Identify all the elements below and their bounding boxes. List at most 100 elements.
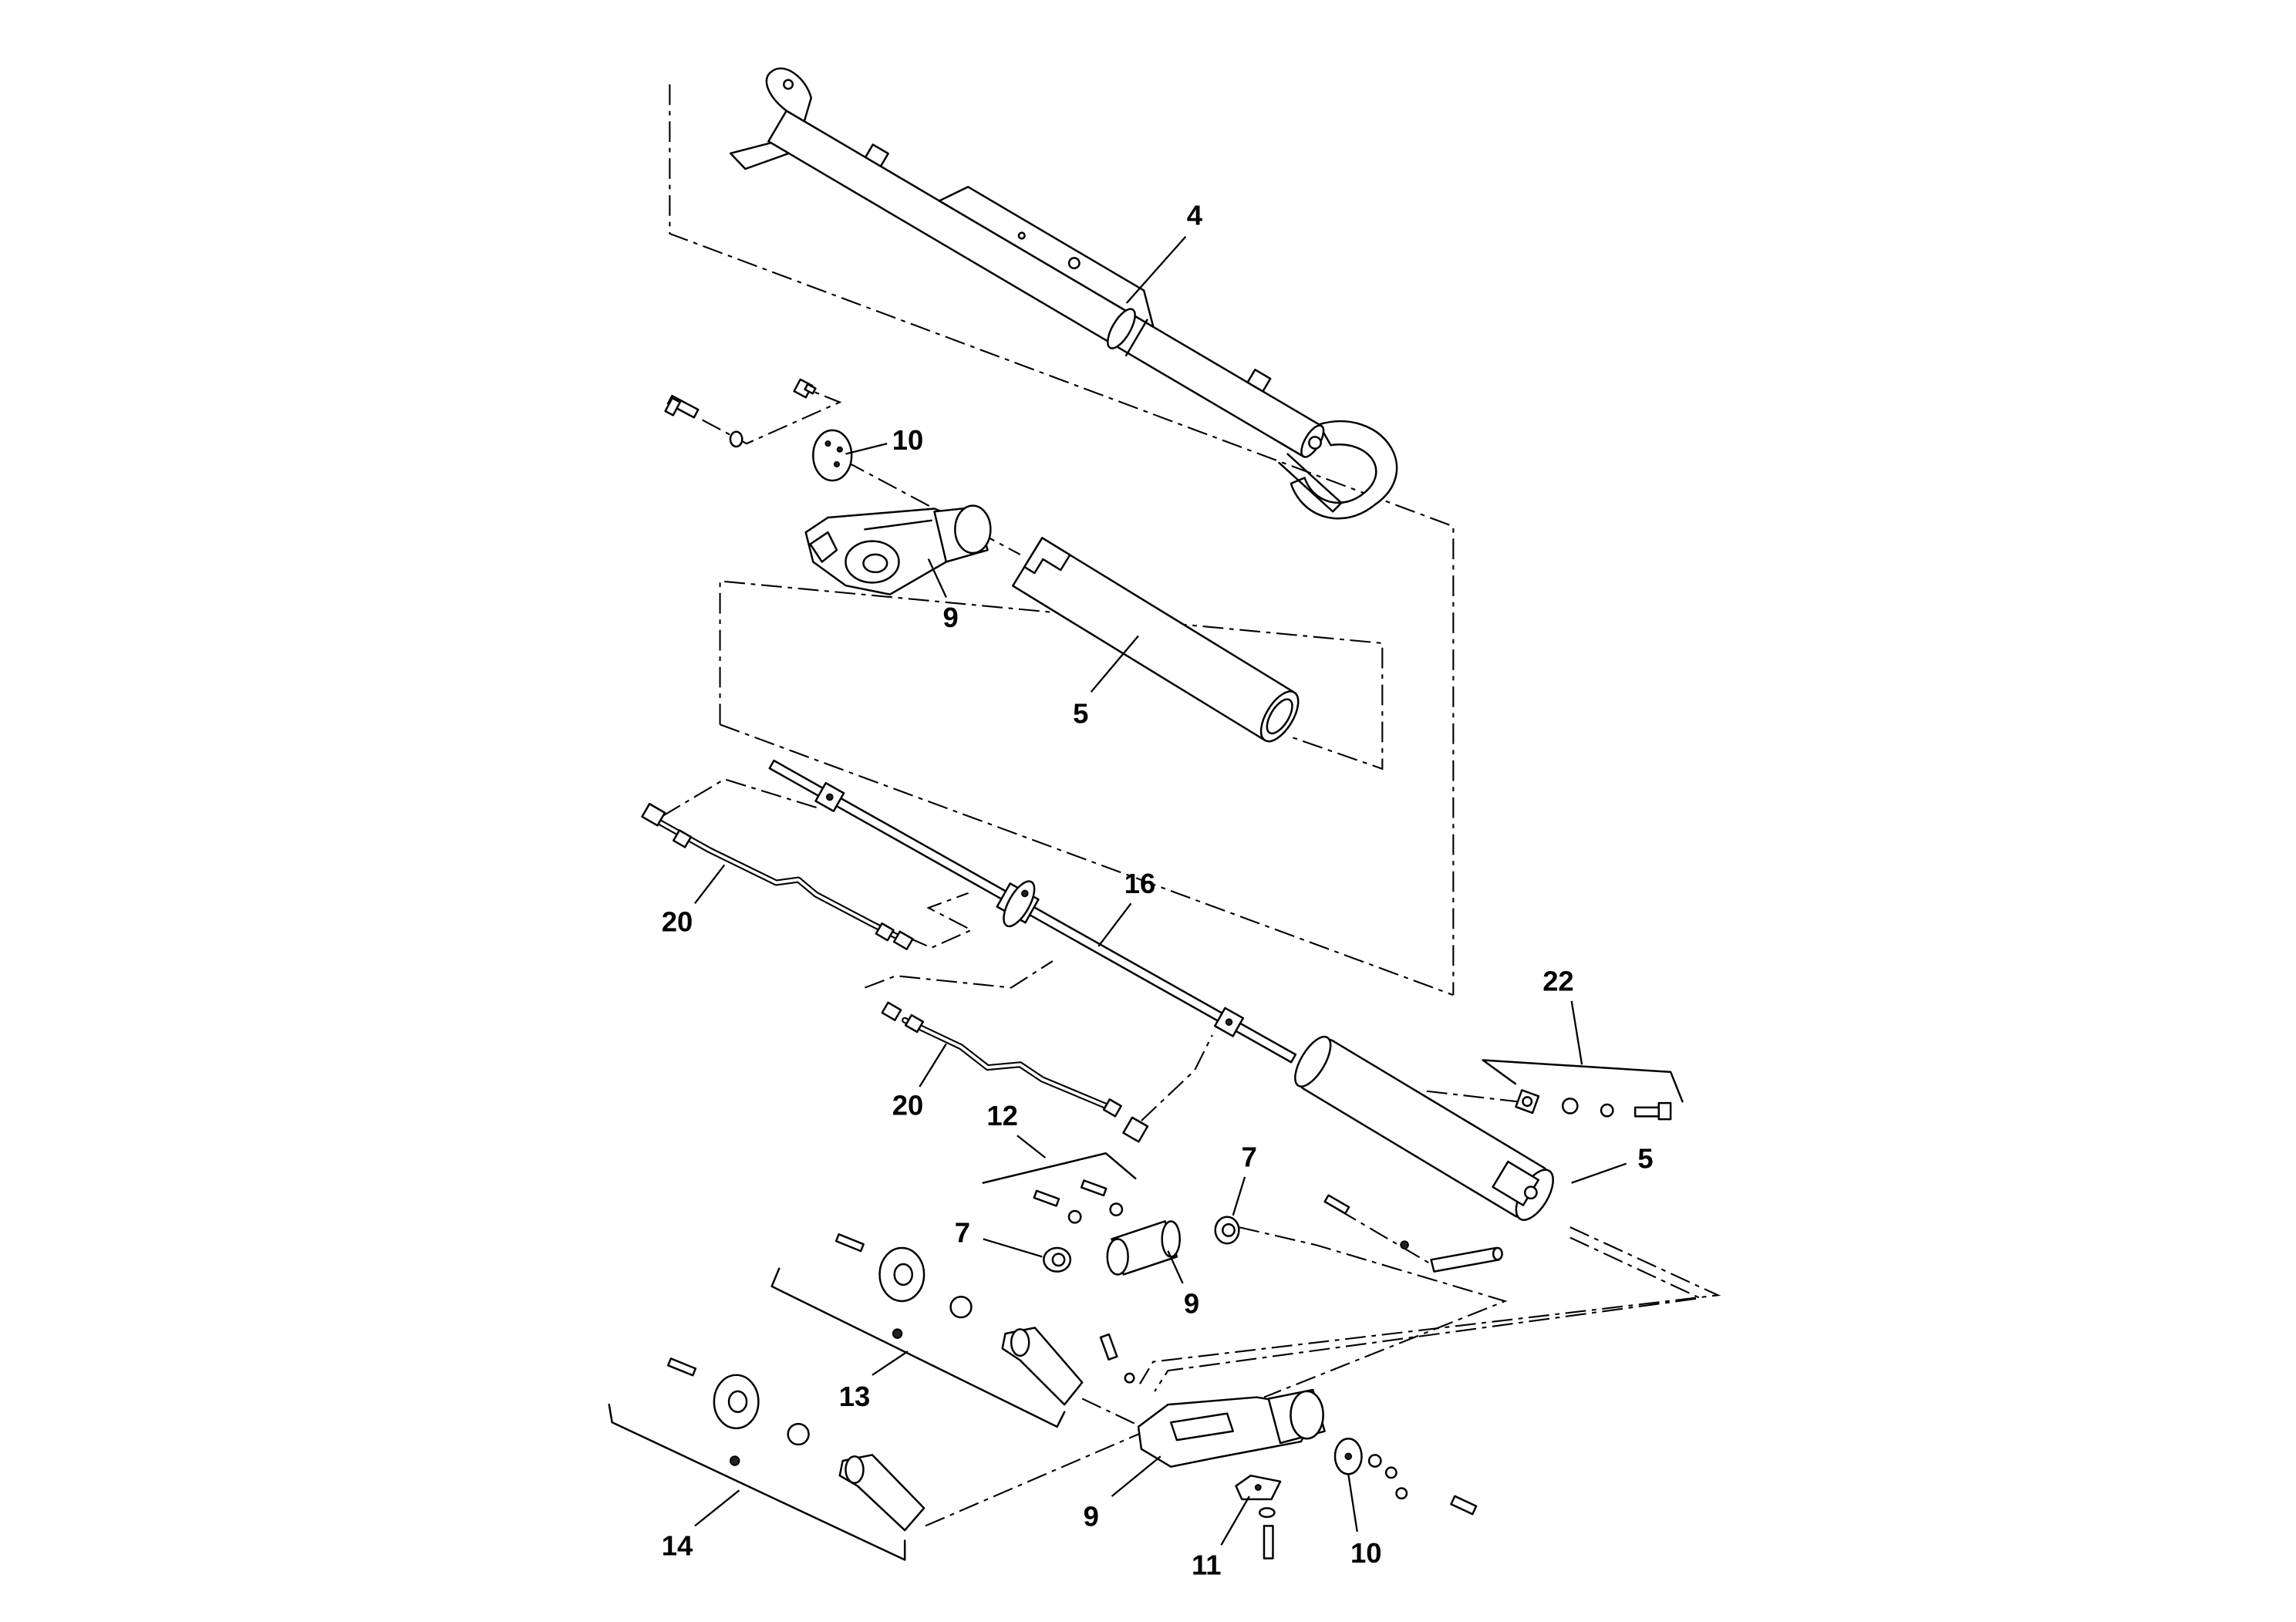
- plate-upper-hole-c: [836, 446, 843, 453]
- roller-13-hub: [893, 1263, 913, 1286]
- beam-tab-right: [1246, 369, 1272, 393]
- tube-lower-fitting-a: [881, 1001, 902, 1021]
- beam-right-slot: [1278, 453, 1343, 513]
- part-7-ring-right: [1214, 1216, 1240, 1245]
- plate-11-hole: [1254, 1484, 1262, 1491]
- part-5-lower-roller: [1294, 1035, 1554, 1221]
- roller-upper-bore: [1266, 698, 1293, 735]
- tube-upper-elbow: [641, 802, 666, 827]
- bracket-22: [1482, 1059, 1684, 1103]
- washer-lower-c: [1395, 1487, 1408, 1500]
- part-9-sleeve: [1106, 1220, 1181, 1276]
- tube-lower-core: [903, 1018, 1108, 1108]
- beam-tab-left: [864, 143, 889, 167]
- beam-end-pin: [1308, 436, 1322, 450]
- callout-part-10-upper: 10: [892, 424, 924, 456]
- nut-upper-stud: [804, 383, 817, 395]
- callout-part-7-right: 7: [1242, 1141, 1257, 1173]
- washer-22-b: [1600, 1103, 1614, 1118]
- leader-10-upper: [845, 443, 888, 455]
- leader-16: [1097, 902, 1132, 947]
- part-10-lower-hardware: [1333, 1437, 1478, 1516]
- leader-5-lower: [1571, 1162, 1627, 1184]
- link-fitting-13-to-arm: [1081, 1398, 1139, 1426]
- tube-upper-core: [658, 820, 901, 939]
- ring-right-inner: [1222, 1223, 1236, 1237]
- callout-leaders: [694, 236, 1627, 1546]
- link-upper-tube: [662, 778, 821, 818]
- callout-part-10-lower: 10: [1350, 1537, 1382, 1569]
- plate-lower-hole: [1344, 1452, 1353, 1461]
- leader-7-left: [983, 1238, 1043, 1258]
- tube-lower-nut-b: [1102, 1098, 1122, 1118]
- tube-lower-elbow: [1122, 1116, 1149, 1143]
- callout-part-16: 16: [1124, 868, 1156, 899]
- bolt-13: [834, 1233, 865, 1253]
- bolt-22-shank: [1633, 1106, 1663, 1118]
- frame-upper: [669, 84, 1455, 996]
- callout-part-13: 13: [839, 1381, 871, 1412]
- link-roller-hardware: [1426, 1090, 1517, 1103]
- pin-body: [1430, 1246, 1501, 1273]
- tube-upper-nut-a: [672, 829, 693, 848]
- link-lower-tube-end: [1141, 1034, 1213, 1121]
- fitting-13-collar: [1010, 1328, 1030, 1357]
- roller-14-hub: [727, 1390, 748, 1413]
- arm-lower-washer: [1124, 1372, 1135, 1384]
- nut-11: [1258, 1507, 1276, 1519]
- plate-upper-hole-a: [824, 440, 831, 447]
- callout-part-5-lower: 5: [1637, 1142, 1653, 1174]
- callout-part-22: 22: [1542, 965, 1574, 996]
- fitting-14-collar: [845, 1455, 865, 1484]
- part-9-lower-arm: [1099, 1333, 1326, 1468]
- bracket-14: [608, 1403, 906, 1561]
- part-14-roller-set: [608, 1357, 925, 1561]
- beam-left-plate: [729, 141, 791, 170]
- part-9-upper-arm: [804, 504, 992, 595]
- ball-14: [787, 1422, 810, 1446]
- washer-upper: [729, 430, 743, 448]
- washer-22-a: [1561, 1098, 1579, 1114]
- nut-22-bore: [1522, 1096, 1533, 1108]
- link-pin-hardware: [1337, 1209, 1432, 1265]
- arm-lower-slot: [1169, 1412, 1234, 1442]
- callout-part-9-lower: 9: [1084, 1500, 1099, 1532]
- nut-13: [892, 1328, 903, 1339]
- callout-part-5-upper: 5: [1073, 697, 1088, 729]
- callout-part-7-left: 7: [955, 1216, 970, 1248]
- part-5-upper-roller: [1011, 537, 1300, 743]
- callout-part-4: 4: [1187, 199, 1203, 231]
- shaft-collar-right-hole: [1225, 1018, 1233, 1026]
- callout-part-9-sleeve: 9: [1184, 1287, 1199, 1319]
- leader-9-lower: [1111, 1455, 1161, 1497]
- beam-left-hook: [765, 67, 813, 123]
- washer-lower-b: [1384, 1466, 1397, 1479]
- pin-bolt: [1323, 1194, 1350, 1215]
- leader-14: [694, 1489, 740, 1527]
- pin-end: [1492, 1246, 1503, 1261]
- frame-lower-diagonal: [720, 723, 1454, 996]
- arm-upper-slot: [809, 531, 838, 563]
- shaft-flange-hole: [1021, 889, 1029, 898]
- link-top-hardware: [702, 389, 842, 445]
- roller-lower-start: [1294, 1035, 1332, 1088]
- part-12-hardware: [982, 1152, 1137, 1224]
- roller-lower-pin: [1523, 1185, 1538, 1200]
- callout-labels: 4 10 9 5 16 20 22 20 12 7 5 7 9 13 14 9 …: [662, 199, 1654, 1580]
- washer-12-a: [1067, 1209, 1082, 1224]
- arm-lower-bolt: [1099, 1333, 1118, 1361]
- assembly-frame-lines: [662, 84, 1721, 1527]
- leader-10-lower: [1347, 1474, 1358, 1533]
- frame-roller-box: [719, 580, 1384, 771]
- washer-12-b: [1109, 1202, 1124, 1217]
- nut-14: [730, 1455, 740, 1466]
- part-20-lower-tube: [881, 1001, 1149, 1143]
- leader-12: [1017, 1135, 1046, 1158]
- beam-collar-edge: [1124, 319, 1148, 357]
- callout-part-12: 12: [986, 1100, 1018, 1131]
- sleeve-end-right: [1161, 1220, 1181, 1258]
- callout-part-20-upper: 20: [662, 906, 693, 938]
- sleeve-end-left: [1106, 1238, 1129, 1276]
- leader-20-lower: [919, 1043, 947, 1088]
- callout-part-11: 11: [1192, 1549, 1222, 1581]
